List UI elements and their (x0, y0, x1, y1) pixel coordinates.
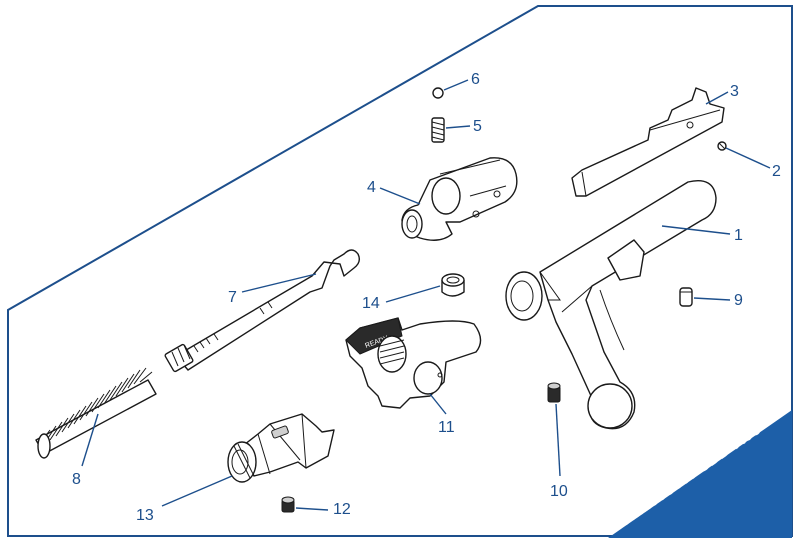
svg-text:9: 9 (734, 292, 743, 309)
part-7-firing-pin (164, 249, 361, 373)
svg-text:12: 12 (333, 501, 351, 518)
part-11-safety: READY (345, 317, 482, 409)
callout-2: 2 (725, 147, 781, 180)
svg-text:2: 2 (772, 163, 781, 180)
part-12-set-screw (281, 496, 295, 513)
part-10-screw (547, 382, 561, 403)
part-14-ring (441, 273, 465, 297)
part-8-main-spring (35, 367, 157, 459)
callout-13: 13 (136, 475, 233, 524)
part-5-small-spring (431, 117, 445, 143)
callout-1: 1 (661, 225, 743, 244)
callout-5: 5 (445, 118, 482, 135)
svg-text:6: 6 (471, 71, 480, 88)
callout-14: 14 (362, 285, 441, 312)
svg-text:5: 5 (473, 118, 482, 135)
callout-10: 10 (550, 403, 568, 500)
svg-text:13: 13 (136, 507, 154, 524)
callout-6: 6 (443, 71, 480, 91)
part-6-ball (432, 87, 444, 99)
part-1-bolt-body (505, 180, 717, 430)
svg-text:10: 10 (550, 483, 568, 500)
svg-text:4: 4 (367, 179, 376, 196)
callout-3: 3 (705, 83, 739, 105)
part-4-sleeve (401, 157, 518, 241)
callout-12: 12 (295, 501, 351, 518)
part-2-screw (717, 141, 727, 151)
svg-text:8: 8 (72, 471, 81, 488)
callout-11: 11 (429, 393, 455, 436)
diagram-frame (7, 5, 793, 537)
svg-text:7: 7 (228, 289, 237, 306)
svg-text:11: 11 (438, 419, 455, 436)
svg-text:3: 3 (730, 83, 739, 100)
svg-text:14: 14 (362, 295, 380, 312)
callout-7: 7 (228, 273, 317, 306)
part-13-cocking-piece (227, 413, 335, 483)
svg-text:1: 1 (734, 227, 743, 244)
document-code-banner: GM1903 A4 GDD-A05 (608, 410, 792, 538)
callout-4: 4 (367, 179, 421, 205)
callout-8: 8 (72, 413, 99, 488)
callout-9: 9 (693, 292, 743, 309)
part-9-screw (679, 287, 693, 307)
part-3-extractor (571, 87, 725, 197)
